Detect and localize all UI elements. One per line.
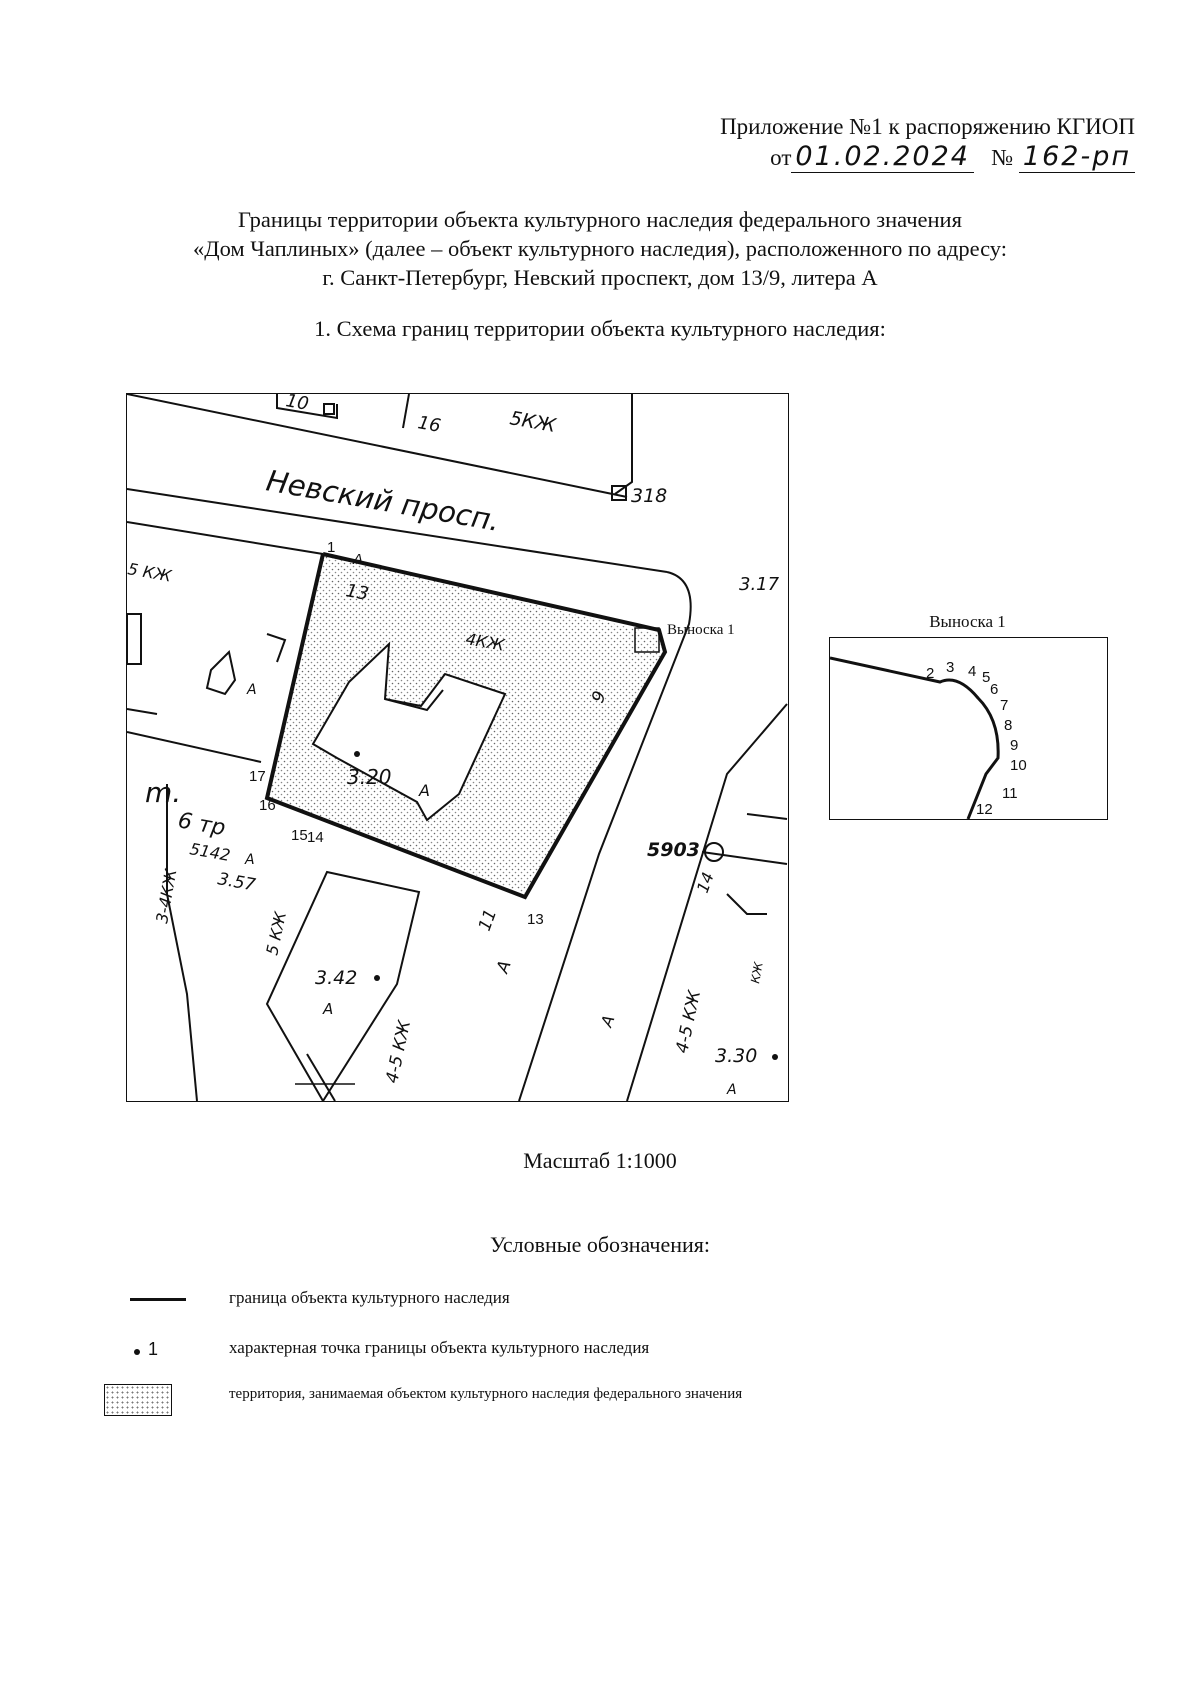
from-prefix: от [770, 145, 792, 170]
callout-point-7: 7 [1000, 697, 1008, 714]
height-point-330 [772, 1054, 778, 1060]
section-heading: 1. Схема границ территории объекта культ… [314, 316, 886, 341]
label-317: 3.17 [739, 574, 780, 595]
label-318: 318 [631, 485, 667, 507]
label-a-left-bldg: А [246, 682, 257, 698]
callout-point-labels: 2 3 4 5 6 7 8 9 10 11 12 [926, 659, 1027, 818]
map-drawing: 10 16 5КЖ 318 Невский просп. 3.17 5 КЖ 1… [127, 394, 788, 1101]
number-prefix: № [991, 145, 1014, 170]
label-6tp: 6 тр [176, 808, 227, 841]
label-kzh-small: КЖ [748, 960, 766, 985]
label-a-342: А [322, 1000, 333, 1018]
callout-point-3: 3 [946, 659, 954, 676]
boundary-map: 10 16 5КЖ 318 Невский просп. 3.17 5 КЖ 1… [126, 393, 789, 1102]
label-320: 3.20 [347, 765, 392, 789]
nevsky-road [127, 394, 788, 1101]
label-11: 11 [475, 907, 501, 934]
legend-text-point: характерная точка границы объекта культу… [229, 1338, 650, 1357]
label-342: 3.42 [315, 967, 357, 989]
callout-point-6: 6 [990, 681, 998, 698]
height-point-342 [374, 975, 380, 981]
label-m: m. [145, 776, 181, 809]
label-a-road: А [597, 1013, 619, 1031]
label-34kzh: 3-4КЖ [152, 867, 180, 925]
callout-point-10: 10 [1010, 757, 1027, 774]
point-14: 14 [307, 829, 324, 846]
order-date: 01.02.2024 [791, 141, 974, 173]
title-line-3: г. Санкт-Петербург, Невский проспект, до… [322, 265, 878, 290]
point-1: 1 [327, 539, 335, 556]
label-10: 10 [284, 394, 310, 415]
label-a-street: А [493, 958, 516, 977]
callout-tag: Выноска 1 [667, 622, 735, 638]
title-line-1: Границы территории объекта культурного н… [238, 207, 962, 232]
callout-point-12: 12 [976, 801, 993, 818]
label-5kzh-lower: 5 КЖ [262, 909, 290, 957]
street-name: Невский просп. [264, 463, 503, 538]
point-13: 13 [527, 911, 544, 928]
height-point-320 [354, 751, 360, 757]
label-45kzh-lower: 4-5 КЖ [382, 1018, 415, 1085]
order-number: 162-рп [1018, 141, 1135, 173]
legend-text-territory: территория, занимаемая объектом культурн… [229, 1386, 743, 1402]
label-5kzh-left: 5 КЖ [127, 559, 174, 585]
callout-drawing: 2 3 4 5 6 7 8 9 10 11 12 [830, 656, 1027, 819]
legend-text-boundary: граница объекта культурного наследия [229, 1288, 510, 1307]
callout-point-4: 4 [968, 663, 976, 680]
callout-point-11: 11 [1002, 785, 1018, 802]
map-scale: Масштаб 1:1000 [523, 1148, 677, 1173]
boundary-point-labels: 1 А 13 14 15 16 17 [249, 539, 544, 928]
label-5kzh-top: 5КЖ [508, 407, 559, 437]
legend-title: Условные обозначения: [489, 1232, 711, 1257]
label-a-right: А [726, 1082, 737, 1098]
callout-point-9: 9 [1010, 737, 1018, 754]
legend-point-number: 1 [148, 1339, 159, 1359]
label-a-main: А [418, 781, 430, 800]
callout-point-2: 2 [926, 665, 934, 682]
legend-point-dot [134, 1349, 140, 1355]
label-330: 3.30 [715, 1045, 757, 1067]
label-45kzh-right: 4-5 КЖ [672, 988, 705, 1055]
callout-panel: 2 3 4 5 6 7 8 9 10 11 12 [829, 637, 1108, 820]
point-15: 15 [291, 827, 308, 844]
point-16: 16 [259, 797, 276, 814]
top-buildings [276, 394, 633, 501]
callout-point-8: 8 [1004, 717, 1012, 734]
point-17: 17 [249, 768, 266, 785]
appendix-line: Приложение №1 к распоряжению КГИОП [720, 114, 1135, 139]
label-16-top: 16 [416, 412, 442, 437]
callout-point-5: 5 [982, 669, 990, 686]
label-357: 3.57 [216, 869, 257, 895]
left-buildings [127, 613, 287, 1101]
label-a-small: А [244, 852, 255, 868]
lower-building-outline [265, 870, 421, 1101]
label-5903: 5903 [647, 839, 700, 861]
callout-title: Выноска 1 [929, 612, 1006, 631]
legend-fill-sample [104, 1384, 172, 1416]
document-title: Границы территории объекта культурного н… [0, 205, 1200, 292]
callout-marker [634, 627, 660, 653]
legend-line-sample [130, 1298, 186, 1301]
right-buildings [701, 813, 788, 915]
heritage-boundary-line [264, 552, 668, 900]
label-13-parcel: 13 [344, 580, 370, 605]
point-a: А [352, 551, 363, 568]
title-line-2: «Дом Чаплиных» (далее – объект культурно… [192, 236, 1008, 261]
label-5142: 5142 [188, 839, 231, 865]
callout-boundary-line [830, 656, 1000, 819]
